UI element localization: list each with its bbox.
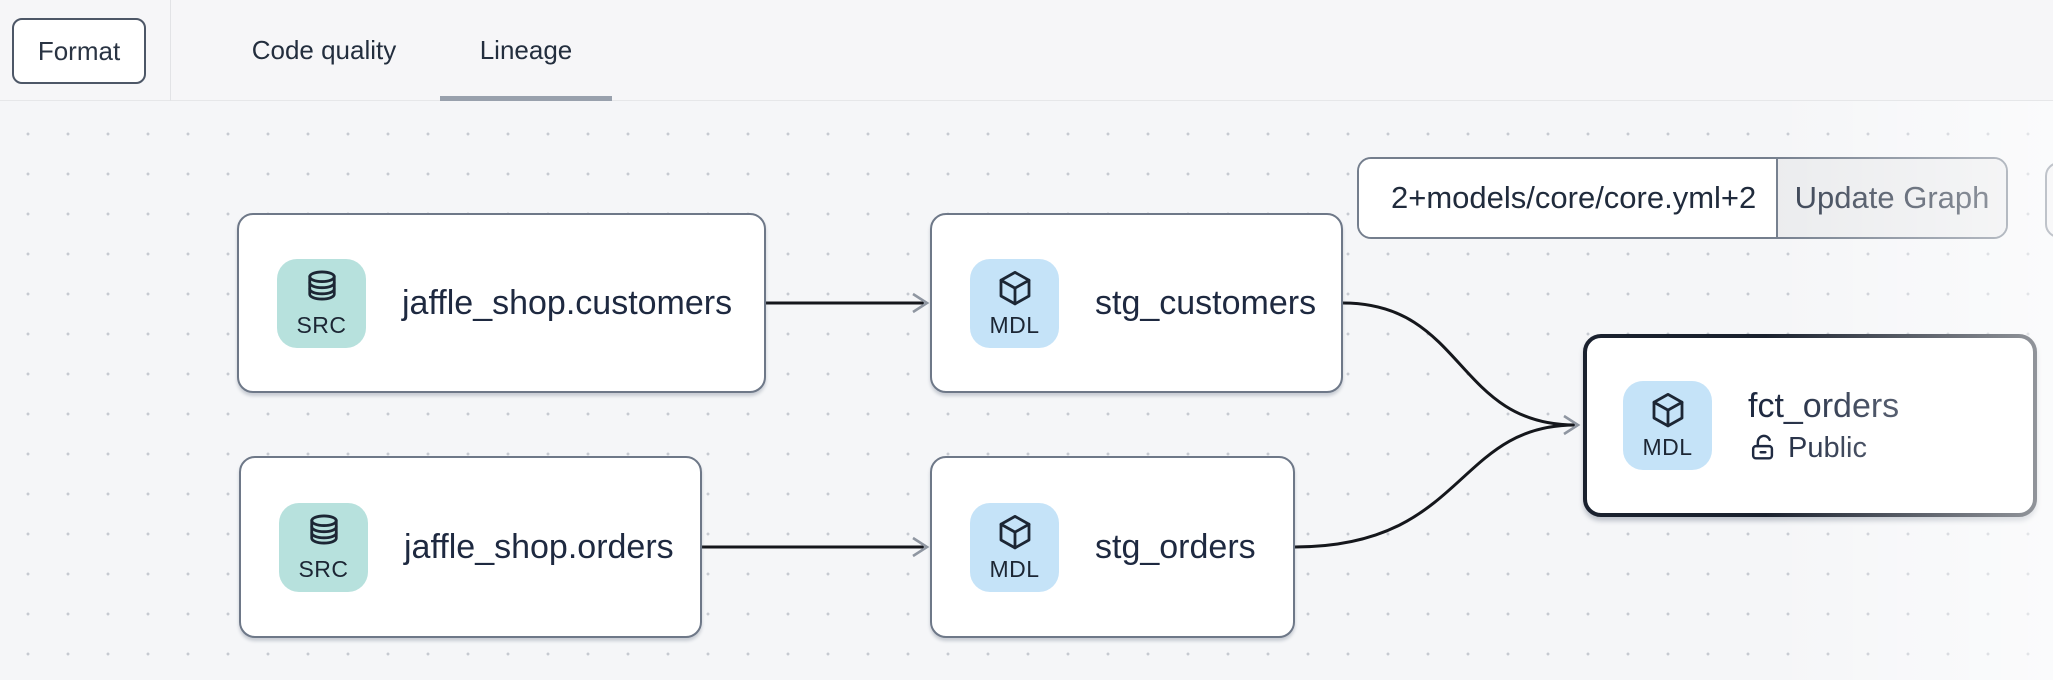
edge-stgorders-fct [1294,423,1576,549]
tab-code-quality-label: Code quality [251,35,397,65]
arrowhead-stg-customers [912,292,930,314]
edge-stgcustomers-fct [1342,301,1576,427]
cube-icon [999,270,1030,305]
tab-lineage[interactable]: Lineage [440,0,612,101]
selector-input[interactable]: 2+models/core/core.yml+2 [1359,159,1776,237]
source-badge: SRC [279,502,368,592]
database-icon [309,514,338,544]
source-badge: SRC [277,258,366,348]
node-fct-orders[interactable]: MDL fct_orders Public [1583,334,2037,517]
node-label: jaffle_shop.orders [404,527,674,566]
badge-label: SRC [296,311,347,338]
arrowhead-fct-orders [1563,414,1581,436]
update-graph-button[interactable]: Update Graph [1776,159,2006,237]
node-label: stg_customers [1095,283,1317,322]
toolbar-divider [170,0,171,101]
database-icon [307,270,336,300]
cube-icon [999,514,1030,549]
access-label: Public [1788,431,1867,464]
active-tab-underline [440,96,612,101]
node-label: jaffle_shop.customers [402,283,733,322]
model-badge: MDL [970,502,1059,592]
tab-code-quality[interactable]: Code quality [213,0,435,101]
node-jaffle-shop-customers[interactable]: SRC jaffle_shop.customers [237,213,766,393]
model-badge: MDL [1623,381,1712,470]
node-text: fct_orders Public [1748,387,1899,465]
model-badge: MDL [970,258,1059,348]
tab-lineage-label: Lineage [479,35,573,65]
cube-icon [1652,392,1683,428]
access-row: Public [1748,432,1899,465]
node-label: stg_orders [1095,527,1256,566]
lineage-canvas[interactable]: SRC jaffle_shop.customers MDL stg_custom… [0,101,2053,680]
model-selector-group: 2+models/core/core.yml+2 Update Graph [1357,157,2008,239]
node-stg-orders[interactable]: MDL stg_orders [930,456,1295,638]
format-button[interactable]: Format [12,18,146,84]
badge-label: MDL [1642,434,1693,460]
node-stg-customers[interactable]: MDL stg_customers [930,213,1343,393]
badge-label: SRC [298,555,349,582]
badge-label: MDL [989,555,1040,582]
clipped-right-button[interactable] [2045,162,2053,238]
unlock-icon [1751,434,1774,460]
node-label: fct_orders [1748,386,1900,425]
badge-label: MDL [989,311,1040,338]
editor-toolbar: Format Code quality Lineage [0,0,2053,101]
arrowhead-stg-orders [912,536,930,558]
node-jaffle-shop-orders[interactable]: SRC jaffle_shop.orders [239,456,702,638]
